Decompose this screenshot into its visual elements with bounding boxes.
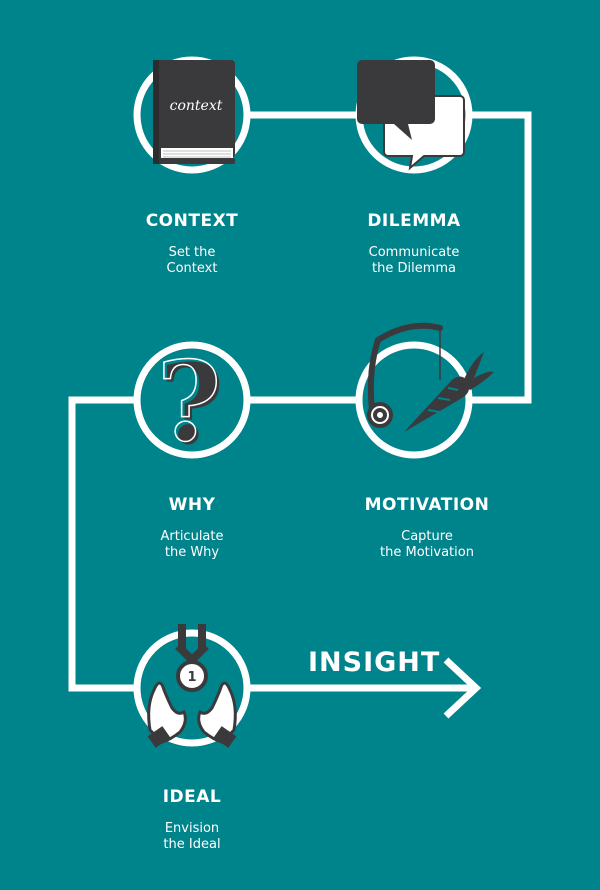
motivation-circle (355, 341, 473, 459)
step-title: DILEMMA (367, 211, 461, 231)
book-icon: context (153, 60, 235, 164)
medal-number: 1 (187, 670, 196, 685)
insight-label: INSIGHT (308, 647, 441, 678)
step-description: Capture the Motivation (380, 529, 474, 560)
flow-connector (68, 111, 532, 692)
step-description: Envision the Ideal (163, 821, 221, 852)
step-why: WHY Articulate the Why (102, 495, 282, 561)
hands-medal-icon: 1 (147, 624, 237, 748)
step-context: CONTEXT Set the Context (102, 211, 282, 277)
speech-bubbles-icon (357, 60, 465, 171)
svg-text:?: ? (160, 340, 224, 469)
step-title: MOTIVATION (364, 495, 490, 515)
arrow-right-icon (443, 657, 482, 719)
step-title: CONTEXT (145, 211, 239, 231)
fishing-rod-carrot-icon (367, 322, 494, 432)
step-description: Articulate the Why (160, 529, 224, 560)
question-mark-icon: ? ? (156, 336, 224, 469)
step-dilemma: DILEMMA Communicate the Dilemma (324, 211, 504, 277)
step-motivation: MOTIVATION Capture the Motivation (337, 495, 517, 561)
book-cover-text: context (170, 98, 223, 114)
step-title: WHY (168, 495, 216, 515)
step-ideal: IDEAL Envision the Ideal (102, 787, 282, 853)
step-description: Communicate the Dilemma (368, 245, 460, 276)
ideal-circle (133, 629, 251, 747)
svg-text:?: ? (157, 337, 221, 466)
step-description: Set the Context (166, 245, 218, 276)
step-title: IDEAL (162, 787, 222, 807)
why-circle (133, 341, 251, 459)
